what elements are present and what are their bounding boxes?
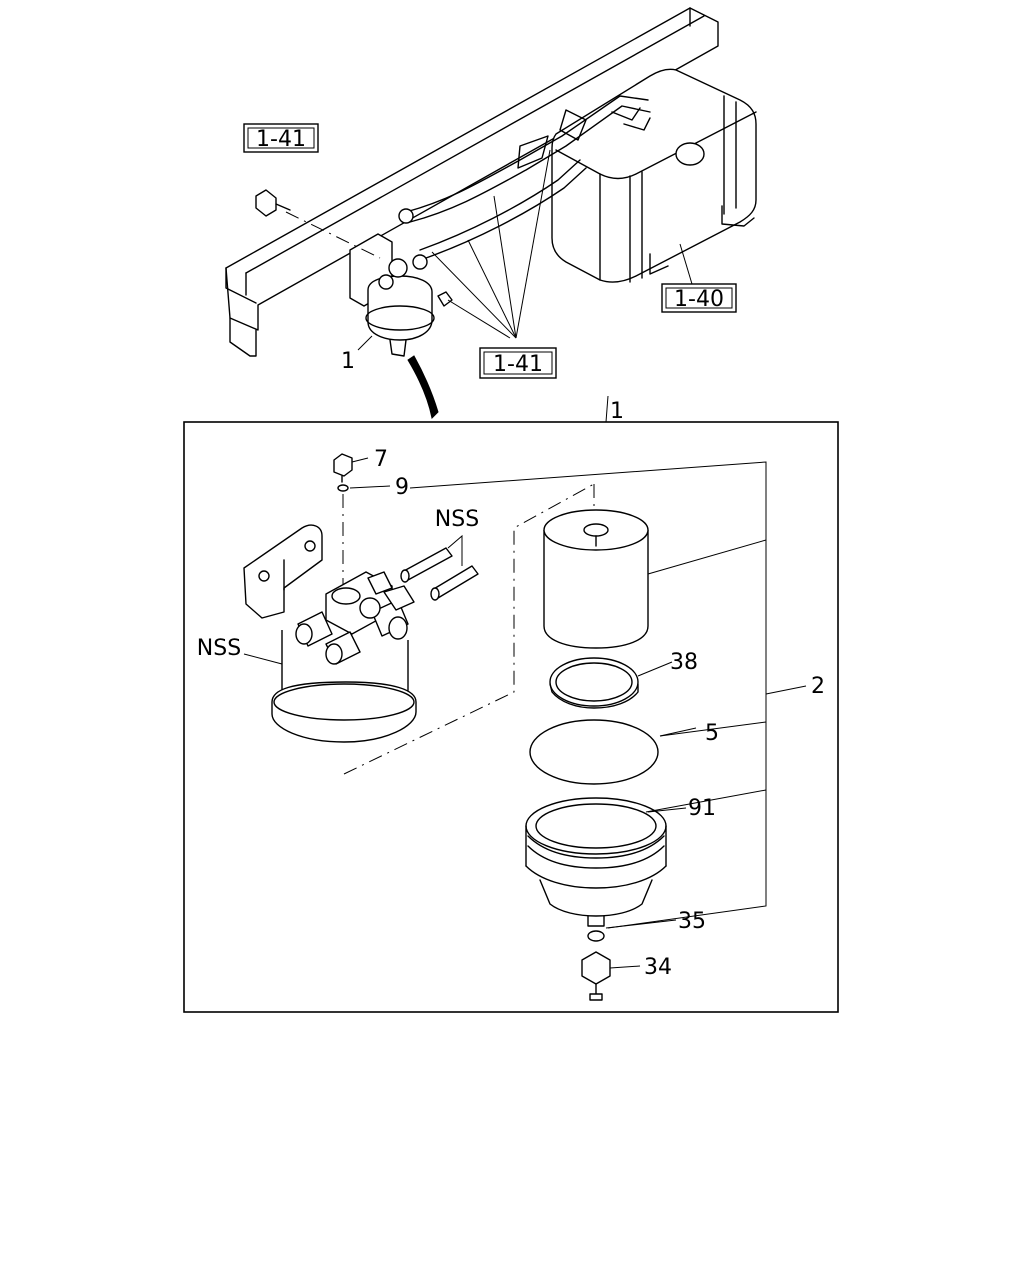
gasket-disc bbox=[529, 719, 659, 785]
callout-2: 2 bbox=[811, 674, 825, 699]
callout-35: 35 bbox=[678, 909, 706, 934]
filter-bowl bbox=[525, 797, 667, 927]
o-ring bbox=[587, 930, 605, 942]
callout-91: 91 bbox=[688, 796, 716, 821]
bolt-leader bbox=[285, 211, 381, 259]
callout-1-detail: 1 bbox=[610, 399, 624, 424]
gasket-leader bbox=[659, 727, 697, 737]
ref-box-lines: 1-41 bbox=[479, 347, 557, 379]
nss-pipes bbox=[400, 534, 479, 601]
callout-5: 5 bbox=[705, 721, 719, 746]
ref-label-1-40: 1-40 bbox=[674, 287, 724, 312]
nss-left-leader bbox=[243, 653, 283, 665]
callout-9: 9 bbox=[395, 475, 409, 500]
ref-box-tank: 1-40 bbox=[661, 283, 737, 313]
washer-leader bbox=[349, 485, 391, 489]
leader-lines-top bbox=[357, 149, 693, 351]
oring-leader bbox=[605, 919, 677, 929]
ref-label-1-41-b: 1-41 bbox=[493, 352, 543, 377]
ref-box-top-left: 1-41 bbox=[243, 123, 319, 153]
mounted-fuel-filter bbox=[349, 233, 453, 357]
callout-7: 7 bbox=[374, 447, 388, 472]
mounting-bolt bbox=[255, 189, 291, 217]
bowl-leader bbox=[647, 807, 687, 813]
drain-sensor bbox=[581, 951, 611, 1001]
element-kit-bracket bbox=[409, 461, 807, 929]
callout-nss-left: NSS bbox=[197, 636, 241, 661]
fuel-tank bbox=[551, 68, 757, 283]
sensor-leader bbox=[609, 965, 641, 969]
plug-bolt bbox=[333, 453, 353, 483]
plug-leader bbox=[351, 457, 369, 463]
ring-leader bbox=[637, 661, 673, 677]
filter-head bbox=[243, 524, 417, 743]
seal-ring bbox=[549, 657, 639, 709]
callout-34: 34 bbox=[644, 955, 672, 980]
detail-leader bbox=[605, 395, 609, 423]
callout-nss-top: NSS bbox=[435, 507, 479, 532]
callout-38: 38 bbox=[670, 650, 698, 675]
tank-filler-cap bbox=[675, 142, 705, 166]
fuel-lines bbox=[398, 95, 651, 259]
detail-frame bbox=[183, 421, 839, 1013]
washer bbox=[337, 484, 349, 492]
filter-element bbox=[543, 509, 649, 649]
ref-label-1-41-a: 1-41 bbox=[256, 127, 306, 152]
detail-arrow bbox=[407, 355, 439, 420]
assembly-axis-left bbox=[343, 483, 595, 775]
callout-1-small: 1 bbox=[341, 349, 355, 374]
